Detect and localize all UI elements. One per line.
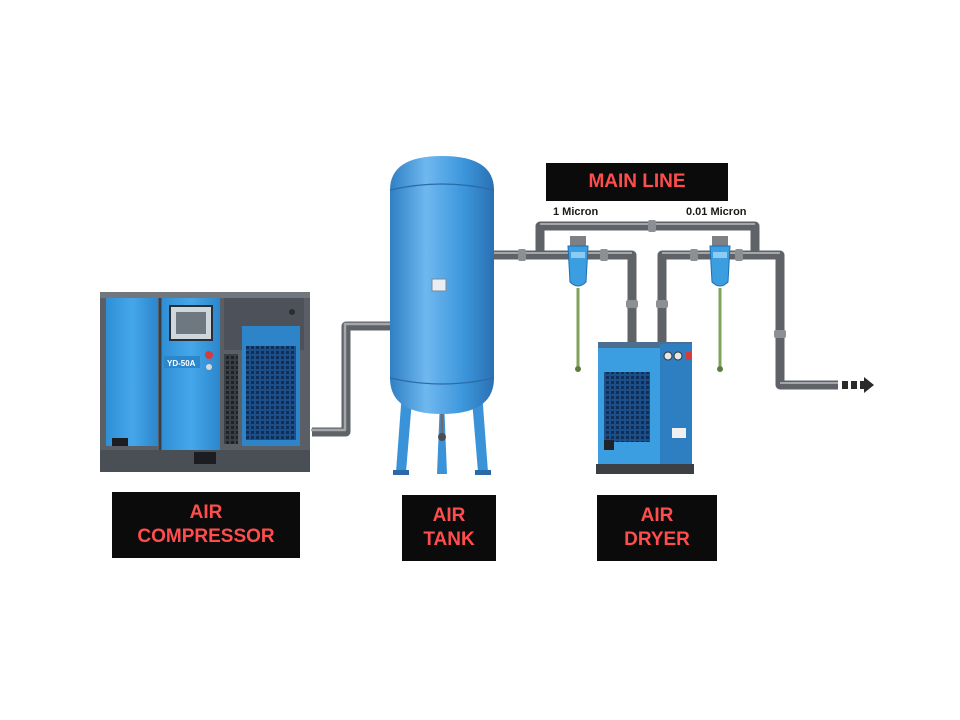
pipe-to-plant bbox=[755, 250, 838, 390]
main-line-text: MAIN LINE bbox=[588, 171, 686, 193]
air-tank bbox=[389, 156, 495, 475]
air-tank-label: AIR TANK bbox=[402, 495, 496, 561]
air-dryer-label-line-1: AIR bbox=[640, 505, 674, 527]
air-dryer-label-line-2: DRYER bbox=[624, 529, 690, 550]
air-dryer bbox=[596, 342, 694, 474]
air-compressor-label: AIR COMPRESSOR bbox=[112, 492, 300, 558]
air-tank-label-line-2: TANK bbox=[423, 529, 475, 550]
filter-0-01-micron bbox=[709, 236, 731, 372]
air-compressor: YD-50A bbox=[100, 292, 310, 472]
pipe-main-line bbox=[535, 221, 760, 255]
air-compressor-label-line-2: COMPRESSOR bbox=[137, 526, 275, 547]
flow-arrow bbox=[842, 377, 874, 393]
pipe-compressor-to-tank bbox=[312, 321, 392, 437]
filter-1-micron bbox=[567, 236, 589, 372]
air-tank-label-line-1: AIR bbox=[432, 505, 466, 527]
air-dryer-label: AIR DRYER bbox=[597, 495, 717, 561]
filter-1-micron-label: 1 Micron bbox=[553, 206, 599, 218]
filter-0-01-micron-label: 0.01 Micron bbox=[686, 206, 747, 218]
air-compressor-label-line-1: AIR bbox=[189, 502, 223, 524]
pipe-dryer-outlet bbox=[657, 250, 755, 342]
compressor-model-plate: YD-50A bbox=[167, 359, 196, 368]
main-line-label: MAIN LINE bbox=[546, 163, 728, 201]
